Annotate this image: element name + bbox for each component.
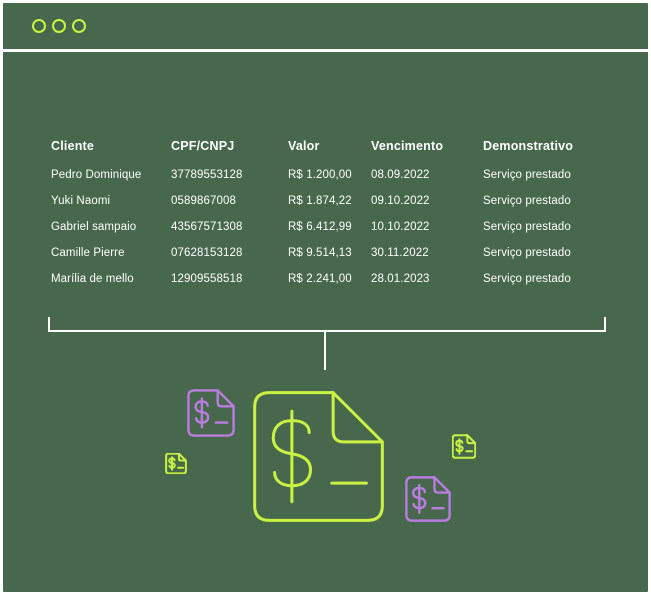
cell-cpf: 12909558518 xyxy=(171,273,243,285)
cell-vencimento: 30.11.2022 xyxy=(371,247,429,259)
cell-vencimento: 10.10.2022 xyxy=(371,221,430,233)
cell-valor: R$ 2.241,00 xyxy=(288,273,352,285)
invoice-document-icon-lime-large xyxy=(252,390,385,523)
window-control-dot-icon[interactable] xyxy=(32,19,46,33)
invoice-document-icon-lime-small-right xyxy=(452,434,476,459)
column-header-vencimento: Vencimento xyxy=(371,139,444,153)
cell-demonstrativo: Serviço prestado xyxy=(483,169,571,181)
cell-vencimento: 09.10.2022 xyxy=(371,195,430,207)
invoice-document-icon-purple-small xyxy=(404,476,452,522)
invoice-table: Cliente CPF/CNPJ Valor Vencimento Demons… xyxy=(51,139,613,299)
window-control-dot-icon[interactable] xyxy=(52,19,66,33)
cell-valor: R$ 6.412,99 xyxy=(288,221,352,233)
column-header-valor: Valor xyxy=(288,139,320,153)
cell-cpf: 0589867008 xyxy=(171,195,236,207)
window-titlebar xyxy=(3,3,648,52)
cell-vencimento: 08.09.2022 xyxy=(371,169,430,181)
cell-valor: R$ 1.200,00 xyxy=(288,169,352,181)
brace-connector-stem xyxy=(324,332,326,370)
cell-cliente: Marília de mello xyxy=(51,273,134,285)
cell-demonstrativo: Serviço prestado xyxy=(483,195,571,207)
cell-demonstrativo: Serviço prestado xyxy=(483,273,571,285)
cell-cliente: Gabriel sampaio xyxy=(51,221,137,233)
brace-connector xyxy=(48,317,606,332)
cell-cpf: 37789553128 xyxy=(171,169,243,181)
column-header-cpf-cnpj: CPF/CNPJ xyxy=(171,139,235,153)
cell-valor: R$ 1.874,22 xyxy=(288,195,352,207)
cell-cliente: Pedro Dominique xyxy=(51,169,142,181)
cell-cliente: Camille Pierre xyxy=(51,247,125,259)
cell-cpf: 07628153128 xyxy=(171,247,243,259)
cell-cliente: Yuki Naomi xyxy=(51,195,111,207)
cell-demonstrativo: Serviço prestado xyxy=(483,247,571,259)
cell-demonstrativo: Serviço prestado xyxy=(483,221,571,233)
window-control-dot-icon[interactable] xyxy=(72,19,86,33)
cell-valor: R$ 9.514,13 xyxy=(288,247,352,259)
cell-vencimento: 28.01.2023 xyxy=(371,273,430,285)
invoice-document-icon-purple-medium xyxy=(186,389,236,437)
column-header-demonstrativo: Demonstrativo xyxy=(483,139,574,153)
column-header-cliente: Cliente xyxy=(51,139,95,153)
cell-cpf: 43567571308 xyxy=(171,221,243,233)
invoice-document-icon-lime-small-left xyxy=(164,453,188,474)
